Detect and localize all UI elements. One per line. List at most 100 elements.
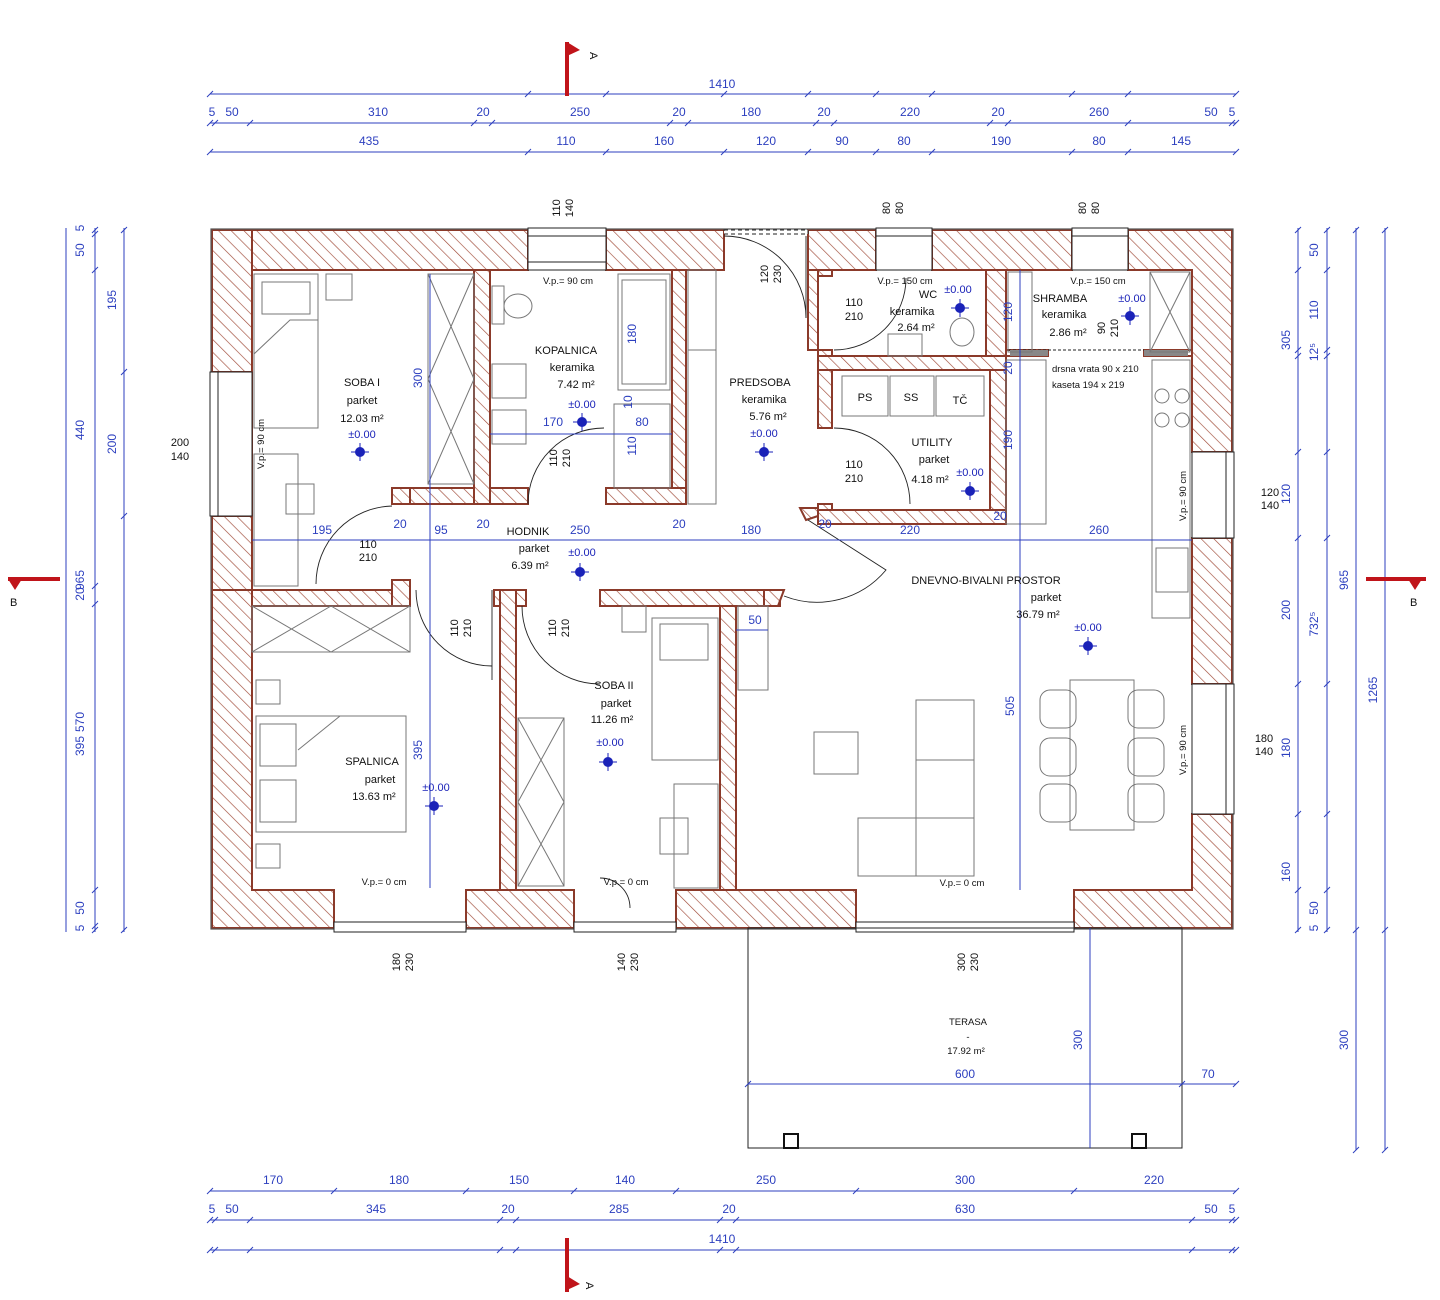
svg-text:parket: parket [1031, 592, 1062, 604]
dim-right-inner: 5 [1307, 924, 1321, 931]
opening-size: 200 [171, 437, 189, 449]
room-soba-ii: SOBA II parket 11.26 m² ±0.00 [591, 680, 634, 749]
dim-tick [120, 368, 128, 376]
room-utility: UTILITY parket 4.18 m² ±0.00 [911, 437, 983, 486]
dim-bottom-row2: 50 [225, 1202, 239, 1216]
dim-bottom-row2: 20 [501, 1202, 515, 1216]
dim-top-row1: 250 [570, 105, 590, 119]
dim-right-inner: 12⁵ [1307, 343, 1321, 361]
level-marker-icon [755, 443, 773, 461]
dim-tick [1294, 680, 1302, 688]
dim-tick [1294, 346, 1302, 354]
dim-tick [91, 226, 99, 234]
level-marker-icon [573, 413, 591, 431]
dim-tick [720, 90, 728, 98]
opening-size: 120 [1261, 487, 1279, 499]
dim-tick [1323, 266, 1331, 274]
dim-bottom-row1: 250 [756, 1173, 776, 1187]
dim-tick [1323, 352, 1331, 360]
dim-top-row1: 50 [225, 105, 239, 119]
opening-size: 110 [449, 619, 461, 637]
dim-interior: 20 [1001, 361, 1015, 375]
opening-size: 110 [845, 297, 863, 309]
dim-tick [928, 148, 936, 156]
dim-interior: 20 [393, 517, 407, 531]
dim-tick [120, 926, 128, 934]
level-marker-icon [1121, 307, 1139, 325]
svg-text:12.03 m²: 12.03 m² [340, 413, 384, 425]
svg-text:HODNIK: HODNIK [507, 526, 550, 538]
sill-note: V.p.= 0 cm [362, 877, 407, 888]
dim-tick [1323, 886, 1331, 894]
opening-size: 120 [759, 265, 771, 283]
dim-tick [206, 1246, 214, 1254]
dim-left-outer: 965 [73, 570, 87, 590]
dim-tick [1294, 226, 1302, 234]
dim-left-outer: 395 [73, 736, 87, 756]
dim-bottom-row2: 285 [609, 1202, 629, 1216]
dim-top-row2: 160 [654, 134, 674, 148]
dim-bottom-row2: 5 [1229, 1202, 1236, 1216]
level-marker-icon [425, 797, 443, 815]
dim-tick [602, 90, 610, 98]
dim-right-inner: 200 [1279, 600, 1293, 620]
dim-tick [1004, 119, 1012, 127]
level-marker-icon [951, 299, 969, 317]
svg-text:±0.00: ±0.00 [422, 782, 449, 794]
dim-right-inner: 50 [1307, 243, 1321, 257]
svg-text:±0.00: ±0.00 [1118, 293, 1145, 305]
dim-tick [1188, 1246, 1196, 1254]
dim-tick [1323, 926, 1331, 934]
dim-tick [1352, 226, 1360, 234]
svg-text:TERASA: TERASA [949, 1017, 988, 1028]
windows [209, 227, 1235, 933]
dim-bottom-row1: 300 [955, 1173, 975, 1187]
svg-text:UTILITY: UTILITY [912, 437, 954, 449]
dim-tick [524, 148, 532, 156]
svg-text:±0.00: ±0.00 [596, 737, 623, 749]
dim-top-row2: 145 [1171, 134, 1191, 148]
dim-tick [91, 922, 99, 930]
dim-tick [732, 1246, 740, 1254]
opening-size: 90 [1096, 322, 1108, 334]
dim-left-inner: 200 [105, 434, 119, 454]
svg-text:PREDSOBA: PREDSOBA [729, 377, 791, 389]
dim-tick [1124, 148, 1132, 156]
opening-size: 110 [359, 539, 377, 551]
dim-interior: 10 [621, 395, 635, 409]
opening-size: 110 [548, 449, 560, 467]
dim-top-row1: 20 [672, 105, 686, 119]
dim-tick [330, 1187, 338, 1195]
dim-tick [496, 1246, 504, 1254]
dim-top-row2: 120 [756, 134, 776, 148]
dim-tick [91, 926, 99, 934]
svg-text:±0.00: ±0.00 [568, 399, 595, 411]
dim-bottom-row2: 630 [955, 1202, 975, 1216]
svg-text:±0.00: ±0.00 [1074, 622, 1101, 634]
opening-size: 140 [1261, 500, 1279, 512]
dim-tick [1323, 448, 1331, 456]
opening-size: 210 [561, 449, 573, 467]
dim-tick [1352, 926, 1360, 934]
dim-tick [1124, 119, 1132, 127]
dim-top-row2: 110 [556, 134, 575, 148]
dim-tick [91, 230, 99, 238]
dim-interior: 20 [993, 509, 1007, 523]
svg-text:2.64 m²: 2.64 m² [897, 322, 935, 334]
svg-text:KOPALNICA: KOPALNICA [535, 345, 598, 357]
dim-tick [872, 90, 880, 98]
dim-tick [1381, 926, 1389, 934]
dim-tick [1068, 90, 1076, 98]
dim-tick [1323, 680, 1331, 688]
opening-size: 210 [560, 619, 572, 637]
svg-text:parket: parket [347, 395, 378, 407]
svg-text:11.26 m²: 11.26 m² [591, 714, 634, 726]
dim-right-inner: 732⁵ [1307, 611, 1321, 636]
dim-interior: 170 [543, 415, 563, 429]
svg-text:keramika: keramika [550, 362, 596, 374]
dim-tick [470, 119, 478, 127]
dim-right-inner: 160 [1279, 862, 1293, 882]
